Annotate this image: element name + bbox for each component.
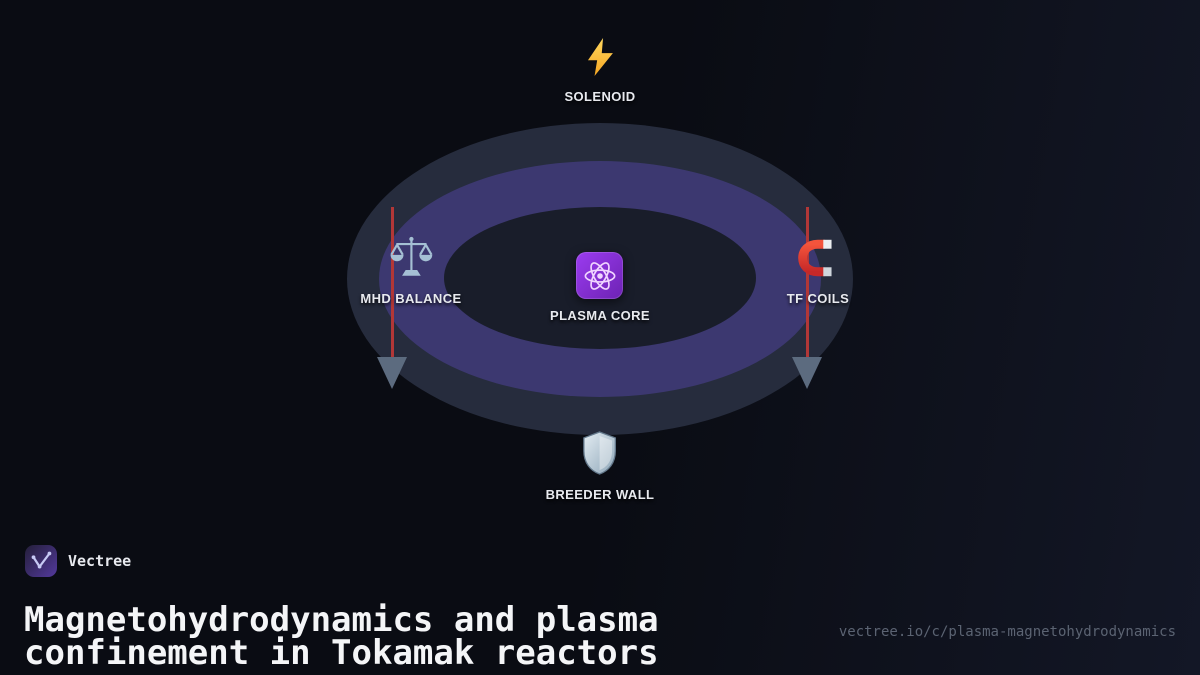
page-url: vectree.io/c/plasma-magnetohydrodynamics (838, 624, 1176, 640)
tf-coils-label: TF COILS (786, 291, 850, 306)
flow-arrow-down-left (377, 357, 407, 389)
node-solenoid: SOLENOID (564, 36, 635, 104)
scales-icon (388, 234, 434, 285)
brand-row: Vectree (25, 545, 131, 577)
plasma-core-label: PLASMA CORE (550, 308, 650, 323)
node-mhd-balance: MHD BALANCE (360, 234, 461, 306)
breeder-wall-label: BREEDER WALL (545, 487, 655, 502)
brand-name: Vectree (68, 552, 132, 570)
field-line-left (391, 207, 394, 359)
vectree-logo-icon (25, 545, 57, 577)
flow-arrow-down-right (792, 357, 822, 389)
magnet-icon (796, 236, 840, 285)
shield-icon (579, 430, 621, 481)
node-plasma-core: PLASMA CORE (550, 252, 650, 323)
atom-icon (576, 252, 624, 299)
node-tf-coils: TF COILS (787, 236, 849, 306)
mhd-balance-label: MHD BALANCE (360, 291, 462, 306)
field-line-right (806, 207, 809, 359)
page-title: Magnetohydrodynamics and plasma confinem… (24, 599, 659, 673)
lightning-icon (579, 36, 621, 83)
node-breeder-wall: BREEDER WALL (546, 430, 655, 502)
solenoid-label: SOLENOID (564, 89, 636, 104)
